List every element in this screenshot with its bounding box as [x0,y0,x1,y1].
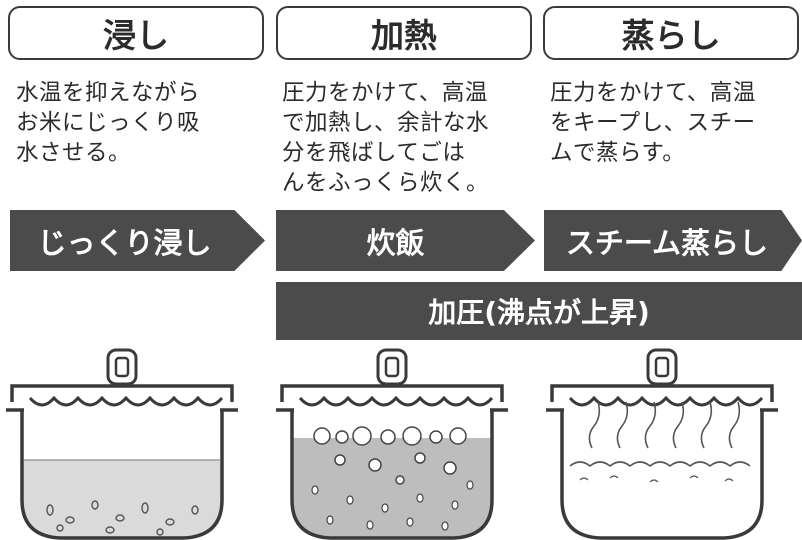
step-title-heat: 加熱 [276,6,532,60]
pot-illustrations [4,348,780,540]
pot-steam [544,348,780,540]
band-soak: じっくり浸し [10,210,265,271]
band-pressure: 加圧(沸点が上昇) [276,282,802,340]
step-title-steam: 蒸らし [543,6,799,60]
step-desc-soak: 水温を抑えながら お米にじっくり吸 水させる。 [16,80,201,166]
step-title-soak: 浸し [8,6,264,60]
band-cook: 炊飯 [276,210,535,271]
band-steam: スチーム蒸らし [544,210,802,271]
step-desc-heat: 圧力をかけて、高温 で加熱し、余計な水 分を飛ばしてごは んをふっくら炊く。 [282,80,490,196]
pot-soak [4,348,240,540]
pot-cook [274,348,510,540]
step-desc-steam: 圧力をかけて、高温 をキープし、スチー ムで蒸らす。 [550,80,756,166]
